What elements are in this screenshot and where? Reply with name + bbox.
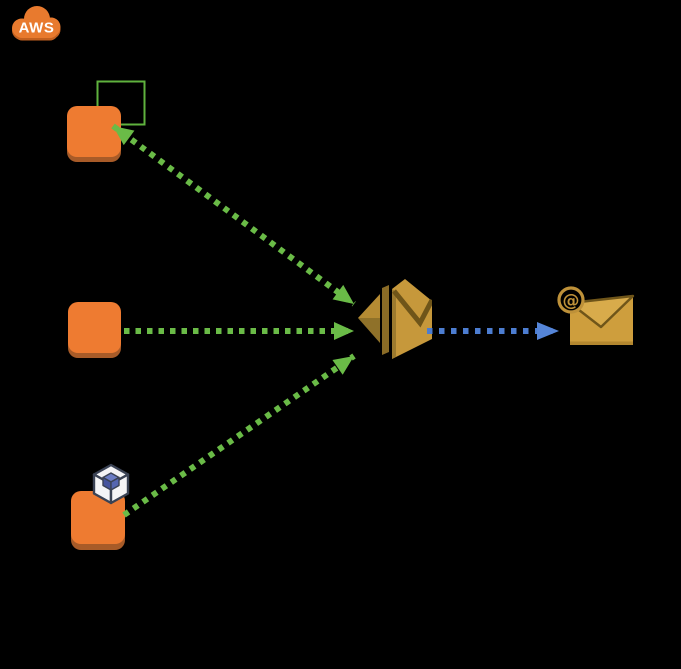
ses-envelope-box [392,279,432,359]
ses-flap-v [392,289,432,328]
service-node-middle [68,302,121,353]
connector-top-bidirectional [111,123,356,307]
aws-cloud-shape [12,6,61,38]
envelope-flap [568,294,635,329]
ses-box-edge-shade [392,289,396,359]
service-node-top [67,106,121,157]
ses-slat [382,285,389,355]
at-symbol-glyph: @ [563,291,580,311]
aws-cloud-badge: AWS [12,6,61,41]
email-envelope-icon: @ [557,286,635,345]
amazon-ses-icon [358,279,432,359]
ses-left-triangle-bottom [358,318,380,343]
package-cube-icon [92,463,130,505]
inner-cube [102,472,120,491]
envelope-bottom-shade [570,341,633,345]
ses-left-triangle-top [358,294,380,318]
aws-badge-label: AWS [19,20,55,37]
connector-bottom [122,353,356,518]
at-symbol-icon: @ [557,286,585,314]
